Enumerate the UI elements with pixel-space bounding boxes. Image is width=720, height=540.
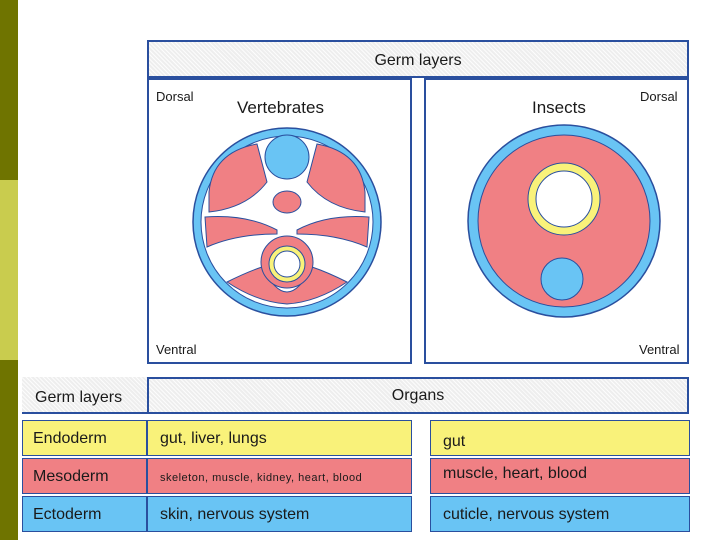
vertebrates-panel: Dorsal Vertebrates Ventral xyxy=(147,78,412,364)
mesoderm-insect-cell: muscle, heart, blood xyxy=(430,458,690,494)
ectoderm-layer-cell: Ectoderm xyxy=(22,496,147,532)
insects-dorsal-label: Dorsal xyxy=(640,89,678,104)
mesoderm-vertebrate-cell: skeleton, muscle, kidney, heart, blood xyxy=(147,458,412,494)
vertebrates-ventral-label: Ventral xyxy=(156,342,197,357)
mesoderm-layer-label: Mesoderm xyxy=(33,468,109,485)
accent-bar-middle xyxy=(0,180,18,360)
vertebrate-gut-lumen xyxy=(273,250,301,278)
accent-bar-top xyxy=(0,0,18,180)
vertebrate-mesoderm-right xyxy=(296,216,370,248)
vertebrate-somite-left xyxy=(208,143,268,213)
insects-ventral-label: Ventral xyxy=(639,342,680,357)
table-row-ectoderm: Ectoderm skin, nervous system cuticle, n… xyxy=(22,496,690,532)
table-row-mesoderm: Mesoderm skeleton, muscle, kidney, heart… xyxy=(22,458,690,494)
ectoderm-layer-label: Ectoderm xyxy=(33,506,102,523)
diagram-title-bar: Germ layers xyxy=(147,40,689,78)
table-header-germ-layers-label: Germ layers xyxy=(35,389,123,406)
endoderm-layer-cell: Endoderm xyxy=(22,420,147,456)
vertebrate-cross-section xyxy=(192,127,382,317)
vertebrate-mesoderm-left xyxy=(204,216,278,248)
insect-gut-lumen xyxy=(535,170,593,228)
mesoderm-layer-cell: Mesoderm xyxy=(22,458,147,494)
endoderm-vertebrate-organs: gut, liver, lungs xyxy=(160,430,267,447)
insect-cross-section xyxy=(467,124,661,318)
insects-panel: Insects Dorsal Ventral xyxy=(424,78,689,364)
vertebrates-dorsal-label: Dorsal xyxy=(156,89,194,104)
vertebrates-heading: Vertebrates xyxy=(237,98,324,117)
insects-heading: Insects xyxy=(532,98,586,117)
endoderm-vertebrate-cell: gut, liver, lungs xyxy=(147,420,412,456)
insect-nerve-cord xyxy=(540,257,584,301)
ectoderm-insect-cell: cuticle, nervous system xyxy=(430,496,690,532)
ectoderm-insect-organs: cuticle, nervous system xyxy=(443,506,610,523)
accent-bar-bottom xyxy=(0,360,18,540)
table-header-germ-layers: Germ layers xyxy=(22,377,147,414)
table-header-organs-label: Organs xyxy=(391,387,445,404)
endoderm-insect-cell: gut xyxy=(430,420,690,456)
table-header-organs: Organs xyxy=(147,377,689,414)
mesoderm-vertebrate-organs: skeleton, muscle, kidney, heart, blood xyxy=(160,472,363,484)
table-row-endoderm: Endoderm gut, liver, lungs gut xyxy=(22,420,690,456)
vertebrate-neural-tube xyxy=(264,134,310,180)
diagram-title: Germ layers xyxy=(374,52,462,69)
ectoderm-vertebrate-organs: skin, nervous system xyxy=(160,506,310,523)
ectoderm-vertebrate-cell: skin, nervous system xyxy=(147,496,412,532)
endoderm-layer-label: Endoderm xyxy=(33,430,107,447)
vertebrate-notochord xyxy=(272,190,302,214)
vertebrate-somite-right xyxy=(306,143,366,213)
mesoderm-insect-organs: muscle, heart, blood xyxy=(443,465,588,482)
endoderm-insect-organs: gut xyxy=(443,433,466,450)
